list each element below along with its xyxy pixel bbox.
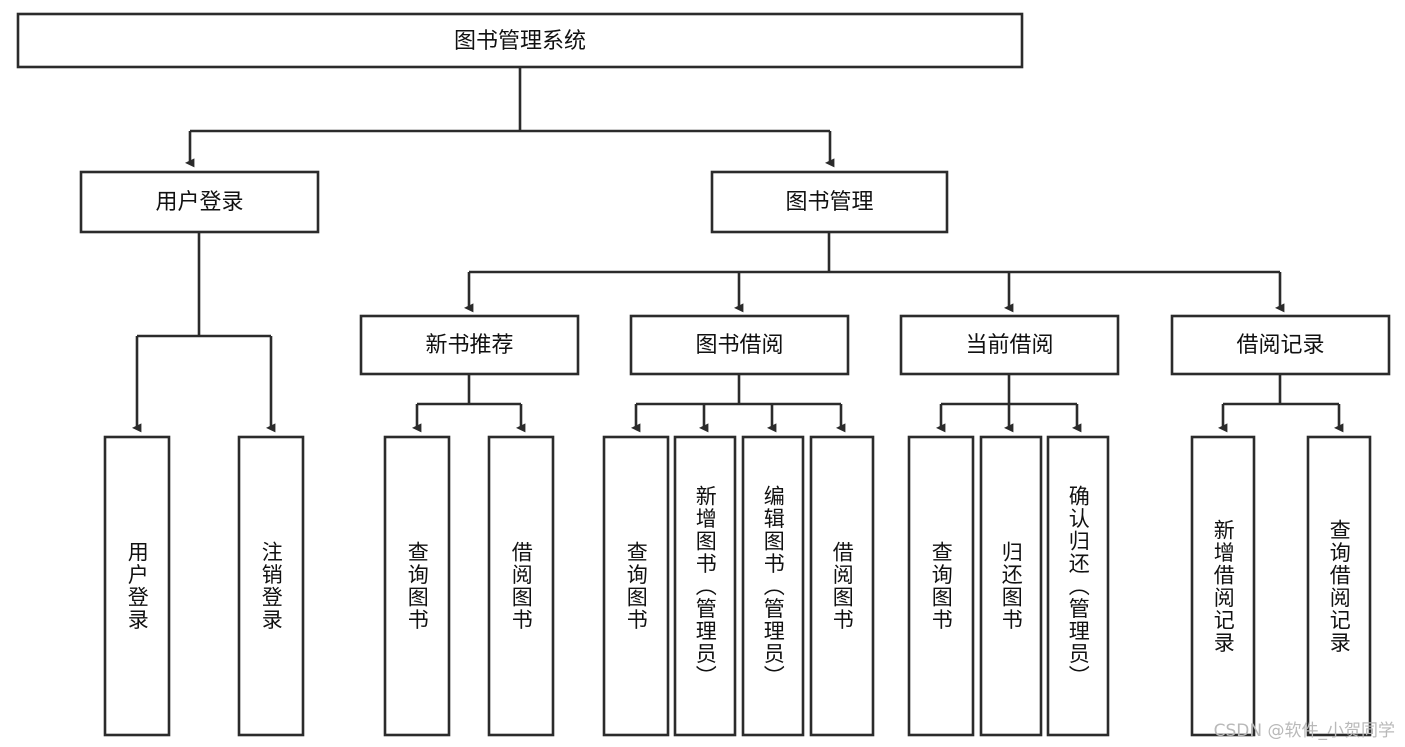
node-root-box[interactable]	[16, 12, 1024, 69]
leaf-box-current-1[interactable]	[907, 435, 975, 737]
leaf-box-borrow-1[interactable]	[602, 435, 670, 737]
leaf-box-current-3[interactable]	[1046, 435, 1110, 737]
node-root-label: 图书管理系统	[454, 29, 586, 54]
leaf-box-borrow-2[interactable]	[673, 435, 737, 737]
leaf-box-borrow-4[interactable]	[809, 435, 875, 737]
node-current-borrow-label: 当前借阅	[965, 333, 1053, 358]
node-book-manage-label: 图书管理	[785, 190, 873, 215]
node-new-book-recommend-label: 新书推荐	[425, 333, 513, 358]
leaf-box-current-2[interactable]	[979, 435, 1043, 737]
leaf-box-recommend-1[interactable]	[383, 435, 451, 737]
node-current-borrow-box[interactable]	[899, 314, 1120, 376]
leaf-box-records-1[interactable]	[1190, 435, 1256, 737]
node-book-borrow-box[interactable]	[629, 314, 850, 376]
node-borrow-records-box[interactable]	[1170, 314, 1391, 376]
leaf-box-borrow-3[interactable]	[741, 435, 805, 737]
node-user-login-box[interactable]	[79, 170, 320, 234]
node-new-book-recommend-box[interactable]	[359, 314, 580, 376]
leaf-box-records-2[interactable]	[1306, 435, 1372, 737]
node-borrow-records-label: 借阅记录	[1236, 333, 1324, 358]
node-book-borrow-label: 图书借阅	[695, 333, 783, 358]
node-user-login-label: 用户登录	[155, 190, 243, 215]
node-book-manage-box[interactable]	[710, 170, 949, 234]
leaf-box-user-login-2[interactable]	[237, 435, 305, 737]
leaf-box-recommend-2[interactable]	[487, 435, 555, 737]
leaf-box-user-login-1[interactable]	[103, 435, 171, 737]
